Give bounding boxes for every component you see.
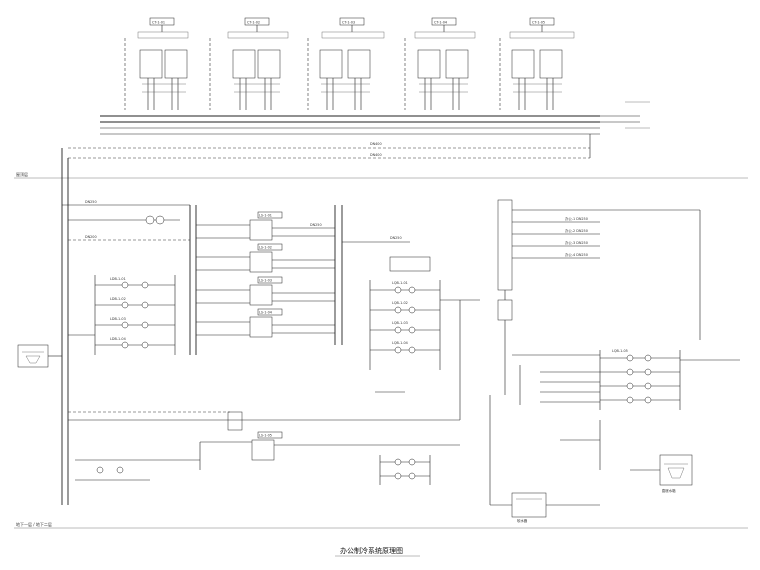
tank-label: 膨胀水箱 xyxy=(662,488,676,493)
chiller: LS-1-02 xyxy=(196,243,335,273)
cooling-tower: CT-1-02 xyxy=(209,17,289,110)
pump-bank-left: LDB-1-01 LDB-1-02 LDB-1-03 LDB-1-04 xyxy=(68,275,176,355)
pipe-size-label: DN400 xyxy=(370,153,382,157)
bottom-chiller-loop: LS-1-05 xyxy=(68,411,460,485)
branch-label: 办公-4 DN250 xyxy=(565,252,588,257)
chiller: LS-1-04 xyxy=(196,308,335,338)
pump-tag: LQB-1-02 xyxy=(392,301,408,305)
branch-label: 办公-1 DN250 xyxy=(565,216,588,221)
chiller-tag: LS-1-05 xyxy=(259,434,272,438)
chiller: LS-1-03 xyxy=(196,276,335,306)
pump-tag: LQB-1-03 xyxy=(392,321,408,325)
roof-floor-label: 屋顶层 xyxy=(16,171,28,177)
pipe-size-label: DN250 xyxy=(310,223,322,227)
pipe-size-label: DN250 xyxy=(85,200,97,204)
pump-tag: LQB-1-05 xyxy=(612,349,628,353)
cooling-tower: CT-1-05 xyxy=(499,17,575,110)
chiller-bank: LS-1-01 DN250 LS-1-02 LS-1-03 xyxy=(189,205,410,355)
chiller: LS-1-01 DN250 xyxy=(196,211,335,241)
main-risers: DN250 DN200 xyxy=(61,148,190,505)
basement-floor-label: 地下一层 / 地下二层 xyxy=(16,521,52,527)
water-treatment: 软水器 膨胀水箱 xyxy=(489,395,693,523)
tower-tag: CT-1-03 xyxy=(342,21,355,25)
chiller-tag: LS-1-01 xyxy=(259,214,272,218)
chiller-tag: LS-1-02 xyxy=(259,246,272,250)
cooling-tower: CT-1-04 xyxy=(404,17,476,110)
chiller-tag: LS-1-03 xyxy=(259,279,272,283)
cooling-tower: CT-1-01 xyxy=(124,17,189,110)
tower-tag: CT-1-01 xyxy=(152,21,165,25)
pump-tag: LDB-1-01 xyxy=(110,277,126,281)
chiller-tag: LS-1-04 xyxy=(259,311,272,315)
tower-tag: CT-1-04 xyxy=(434,21,447,25)
diagram-title: 办公制冷系统原理图 xyxy=(340,546,403,555)
pump-bank-middle: LQB-1-01 LQB-1-02 LQB-1-03 LQB-1-04 xyxy=(369,256,480,420)
cooling-tower: CT-1-03 xyxy=(307,17,385,110)
pump-tag: LDB-1-04 xyxy=(110,337,126,341)
pump-tag: LDB-1-02 xyxy=(110,297,126,301)
tower-tag: CT-1-02 xyxy=(247,21,260,25)
softener-label: 软水器 xyxy=(517,518,528,523)
branch-label: 办公-2 DN250 xyxy=(565,228,588,233)
expansion-tank-left xyxy=(17,344,62,368)
distribution-header: 办公-1 DN250 办公-2 DN250 办公-3 DN250 办公-4 DN… xyxy=(497,199,701,395)
pump-tag: LQB-1-01 xyxy=(392,281,408,285)
pump-tag: LDB-1-03 xyxy=(110,317,126,321)
pump-tag: LQB-1-04 xyxy=(392,341,408,345)
pump-bank-right: LQB-1-05 xyxy=(519,349,740,410)
branch-label: 办公-3 DN250 xyxy=(565,240,588,245)
pipe-size-label: DN200 xyxy=(85,235,97,239)
roof-header-pipes: DN400 DN400 xyxy=(68,101,650,159)
pipe-size-label: DN400 xyxy=(370,142,382,146)
pipe-size-label: DN250 xyxy=(390,236,402,240)
tower-tag: CT-1-05 xyxy=(532,21,545,25)
cooling-tower-group: CT-1-01 CT-1-02 xyxy=(124,17,575,110)
